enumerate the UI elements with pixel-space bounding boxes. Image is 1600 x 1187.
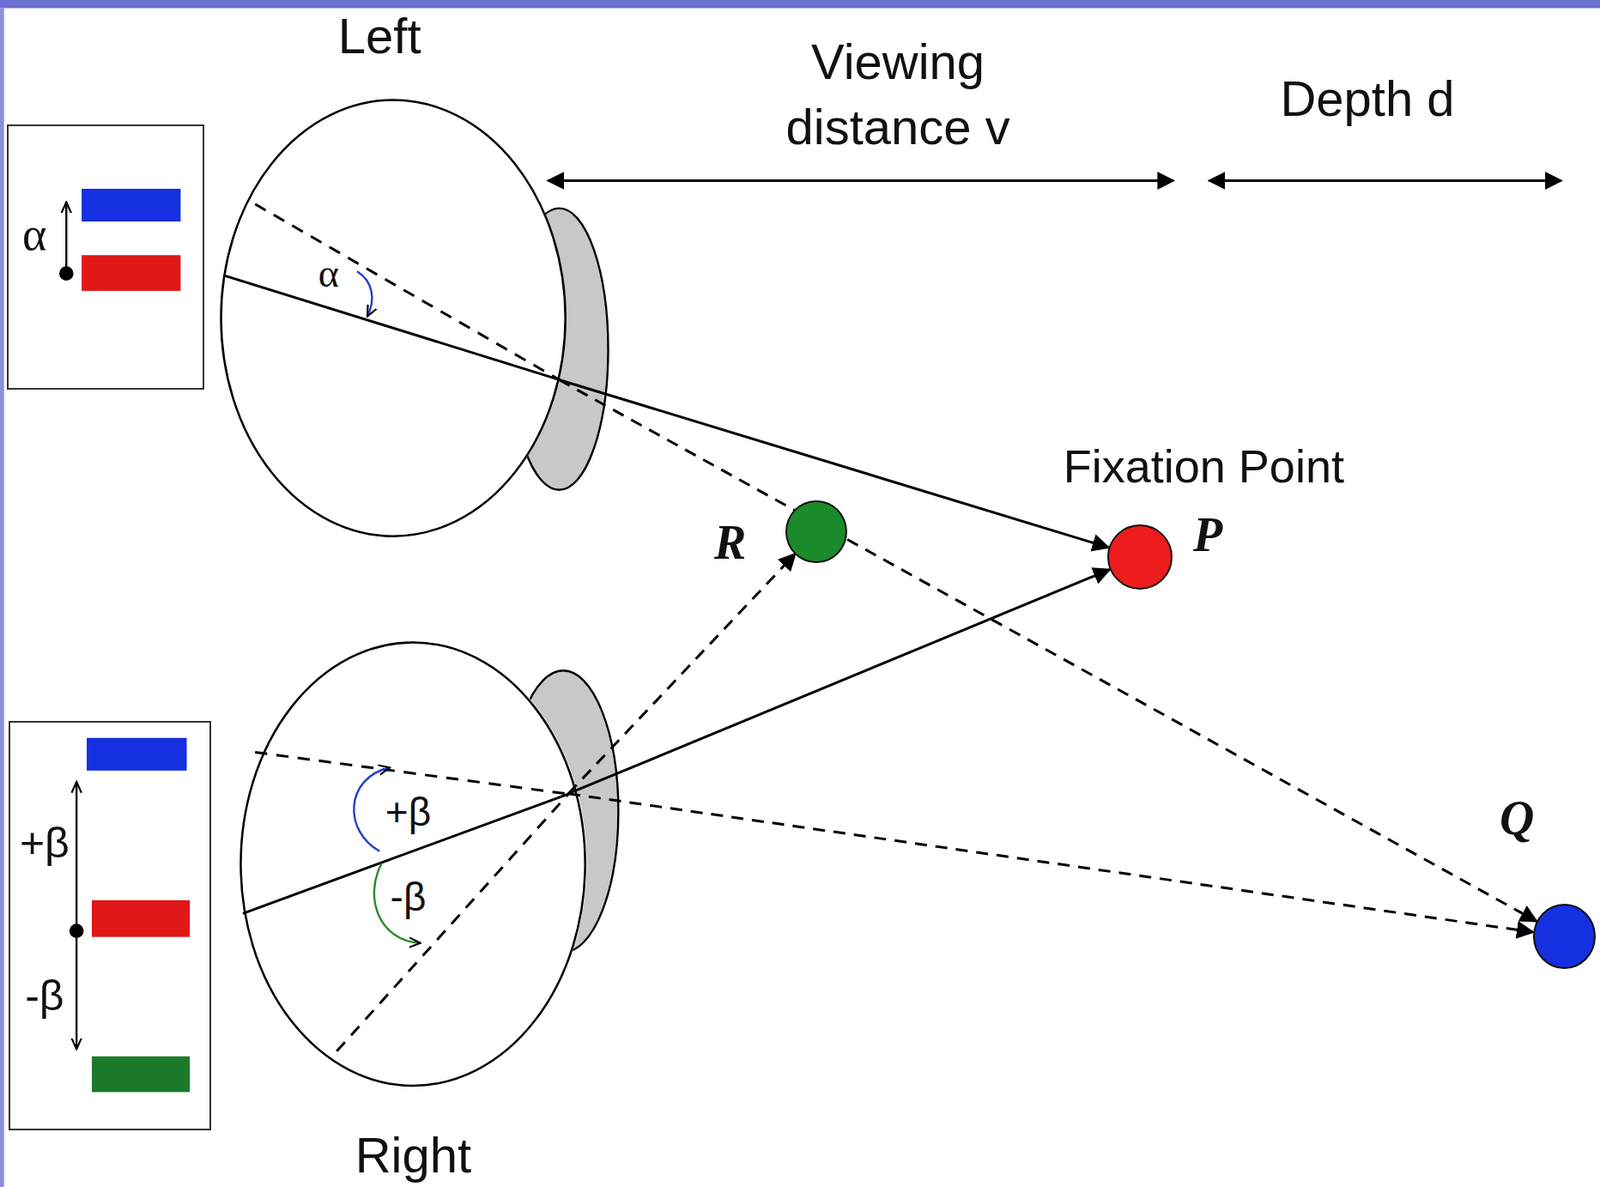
angle-symbol: -β: [24, 971, 64, 1022]
origin-dot: [59, 266, 74, 281]
point-circle: Q: [1533, 903, 1597, 970]
dimension-label: Viewing distance v: [751, 29, 1044, 159]
red-bar: [91, 900, 190, 938]
eye-label: Right: [355, 1126, 472, 1184]
point-label: Q: [1499, 790, 1534, 846]
blue-bar: [86, 738, 187, 771]
point-label: R: [714, 515, 746, 570]
sight-line: [568, 569, 1110, 794]
angle-label: -β: [390, 872, 427, 924]
eyeball-outline: [241, 642, 586, 1085]
eye-label: Left: [338, 6, 422, 65]
angle-label: α: [318, 248, 340, 300]
inset-box: +β -β: [8, 721, 213, 1131]
left-eyeball-fill: [219, 98, 567, 538]
eyeball-outline: [220, 100, 565, 537]
top-band: [0, 0, 1600, 9]
origin-dot: [69, 923, 85, 939]
right-ray-r: [336, 793, 569, 1052]
right-ray-q: [254, 751, 569, 794]
side-band: [0, 8, 5, 1187]
sight-line: [568, 553, 795, 794]
viewing-distance-arrow: [547, 179, 1174, 182]
plus-beta-arrow: [75, 781, 78, 932]
minus-beta-arrow: [75, 931, 78, 1050]
alpha-arc: [357, 271, 372, 316]
eyeball: Right: [239, 641, 587, 1087]
left-ray: [254, 204, 559, 381]
depth-arrow: [1209, 179, 1562, 182]
green-bar: [91, 1056, 190, 1093]
eyeball-outline: [239, 641, 587, 1087]
eyeball-outline: [219, 98, 567, 538]
plus-beta-arc: [353, 767, 390, 852]
point-label: P: [1193, 506, 1223, 562]
alpha-arrow: [65, 201, 67, 273]
right-inset-fill: [8, 721, 213, 1132]
left-inset-fill: [6, 124, 204, 390]
angle-symbol: +β: [19, 818, 70, 869]
eyeball: Left: [219, 98, 567, 538]
red-bar: [81, 254, 181, 291]
dimension-label: Depth d: [1279, 66, 1455, 132]
angle-label: +β: [385, 787, 431, 840]
point-circle: Fixation PointP: [1107, 524, 1173, 590]
sight-line: [568, 793, 1534, 933]
angle-symbol: α: [22, 207, 47, 261]
point-circle: R: [785, 500, 847, 564]
sight-line: [558, 379, 1537, 922]
point-label: Fixation Point: [1063, 439, 1345, 493]
inset-box: α: [6, 124, 204, 390]
left-visual-axis: [224, 275, 560, 380]
right-eyeball-fill: [239, 641, 587, 1086]
blue-bar: [81, 188, 181, 222]
